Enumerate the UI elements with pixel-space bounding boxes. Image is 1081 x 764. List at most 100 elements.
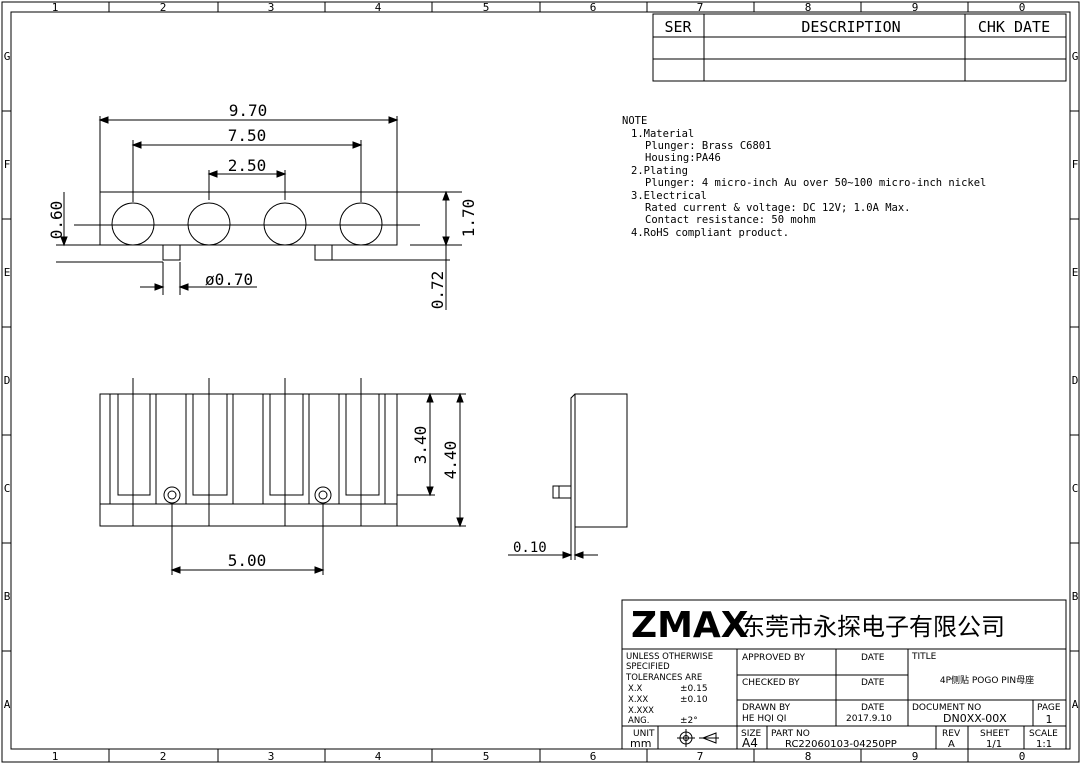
- dim-4-40: 4.40: [441, 441, 460, 480]
- col-label-bottom: 7: [697, 750, 704, 763]
- date-label: DATE: [861, 703, 885, 713]
- post-circle-inner: [318, 490, 328, 500]
- part-no-value: RC22060103-04250PP: [785, 739, 897, 750]
- col-label-bottom: 6: [590, 750, 597, 763]
- locating-post: [314, 245, 333, 261]
- tolerance-header: SPECIFIED: [626, 662, 670, 672]
- tolerance-header: UNLESS OTHERWISE: [626, 652, 713, 662]
- col-label-bottom: 2: [160, 750, 167, 763]
- unit-label: UNIT: [633, 729, 655, 739]
- dim-3-40: 3.40: [411, 426, 430, 465]
- row-label-right: A: [1072, 698, 1079, 711]
- scale-value: 1:1: [1036, 739, 1052, 750]
- checked-by-label: CHECKED BY: [742, 678, 800, 688]
- col-label-bottom: 9: [912, 750, 919, 763]
- rev-col-chk-date: CHK DATE: [978, 18, 1050, 36]
- front-view: [74, 191, 420, 261]
- side-view-dimensions: 0.10: [508, 540, 598, 559]
- col-label-top: 2: [160, 1, 167, 14]
- tol-label: ANG.: [628, 716, 649, 726]
- drawing-title: 4P侧贴 POGO PIN母座: [940, 674, 1034, 686]
- col-label-top: 4: [375, 1, 382, 14]
- row-label-right: B: [1072, 590, 1079, 603]
- bottom-view-dimensions: 5.00 3.40 4.40: [170, 392, 466, 575]
- title-label: TITLE: [911, 652, 937, 662]
- col-label-top: 9: [912, 1, 919, 14]
- note-line: Housing:PA46: [645, 152, 721, 164]
- col-label-top: 7: [697, 1, 704, 14]
- dim-9-70: 9.70: [229, 101, 268, 120]
- notes-header: NOTE: [622, 115, 647, 127]
- document-no-label: DOCUMENT NO: [912, 703, 981, 713]
- dim-5-00: 5.00: [228, 551, 267, 570]
- tol-value: ±2°: [680, 716, 698, 726]
- row-label-right: D: [1072, 374, 1079, 387]
- document-no-value: DN0XX-00X: [943, 712, 1007, 725]
- pin-circle: [111, 202, 155, 246]
- rev-col-ser: SER: [664, 18, 692, 36]
- dim-0-60: 0.60: [47, 201, 66, 240]
- bottom-view: [99, 378, 398, 527]
- dim-7-50: 7.50: [228, 126, 267, 145]
- pin-circle: [339, 202, 383, 246]
- projection-symbol-icon: [677, 729, 719, 747]
- row-label-left: D: [4, 374, 11, 387]
- tol-label: X.XX: [628, 695, 648, 705]
- note-line: 4.RoHS compliant product.: [631, 227, 789, 239]
- col-label-bottom: 1: [52, 750, 59, 763]
- note-line: 3.Electrical: [631, 190, 707, 202]
- drawn-by-label: DRAWN BY: [742, 703, 791, 713]
- part-no-label: PART NO: [771, 729, 810, 739]
- company-name: 东莞市永探电子有限公司: [741, 613, 1005, 641]
- post-circle-inner: [167, 490, 177, 500]
- sheet-value: 1/1: [986, 739, 1002, 750]
- row-label-right: F: [1072, 158, 1079, 171]
- post-circle: [163, 486, 181, 504]
- sheet-label: SHEET: [980, 729, 1010, 739]
- note-line: Plunger: Brass C6801: [645, 140, 771, 152]
- col-label-top: 1: [52, 1, 59, 14]
- row-label-left: C: [4, 482, 11, 495]
- note-line: 1.Material: [631, 128, 694, 140]
- note-line: Rated current & voltage: DC 12V; 1.0A Ma…: [645, 202, 911, 214]
- row-label-left: A: [4, 698, 11, 711]
- housing-outline: [99, 191, 398, 246]
- tol-label: X.XXX: [628, 706, 654, 716]
- rev-value: A: [948, 739, 955, 750]
- front-view-dimensions: 9.70 7.50 2.50 ø0.70 0.60 1.70 0.72: [47, 101, 478, 310]
- row-label-left: E: [4, 266, 11, 279]
- dim-0-10: 0.10: [513, 540, 547, 556]
- side-view: [552, 393, 628, 560]
- row-label-left: B: [4, 590, 11, 603]
- unit-value: mm: [630, 737, 651, 750]
- date-label: DATE: [861, 678, 885, 688]
- col-label-top: 6: [590, 1, 597, 14]
- pin-circle: [263, 202, 307, 246]
- col-label-bottom: 5: [483, 750, 490, 763]
- col-label-bottom: 4: [375, 750, 382, 763]
- approved-by-label: APPROVED BY: [742, 653, 806, 663]
- tol-label: X.X: [628, 684, 643, 694]
- title-block-text: ZMAX 东莞市永探电子有限公司 UNLESS OTHERWISE SPECIF…: [625, 605, 1061, 750]
- tolerance-header: TOLERANCES ARE: [625, 673, 702, 683]
- rev-label: REV: [942, 729, 961, 739]
- scale-label: SCALE: [1029, 729, 1058, 739]
- size-value: A4: [742, 736, 758, 750]
- housing-bottom-outline: [99, 393, 398, 527]
- col-label-top: 3: [268, 1, 275, 14]
- post-circle: [314, 486, 332, 504]
- col-label-bottom: 0: [1019, 750, 1026, 763]
- col-label-top: 5: [483, 1, 490, 14]
- side-housing: [574, 393, 628, 528]
- row-label-left: G: [4, 50, 11, 63]
- title-block: [621, 599, 1067, 750]
- notes-block: NOTE 1.Material Plunger: Brass C6801 Hou…: [622, 115, 986, 239]
- dim-1-70: 1.70: [459, 199, 478, 238]
- size-label: SIZE: [741, 729, 762, 739]
- dim-2-50: 2.50: [228, 156, 267, 175]
- page-label: PAGE: [1037, 703, 1061, 713]
